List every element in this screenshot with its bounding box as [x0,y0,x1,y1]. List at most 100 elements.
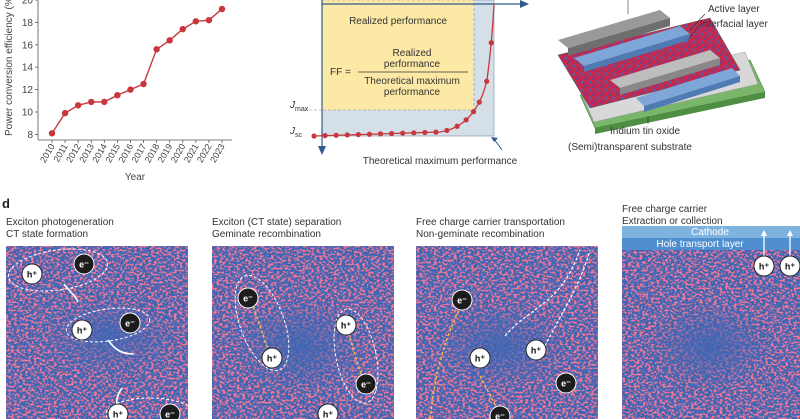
hole-transport-layer [622,238,800,250]
charge-carriers: h⁺e⁻h⁺e⁻h⁺e⁻e⁻h⁺h⁺e⁻h⁺e⁻h⁺h⁺e⁻e⁻h⁺h⁺ [21,253,800,419]
stage-3-line-1: Free charge carrier transportation [416,217,565,228]
active-layer-label: Active layer [708,4,760,15]
ito-label: Indium tin oxide [610,126,680,137]
morphology-box-4 [622,246,800,419]
x-tick-labels: 2010201120122013201420152016201720182019… [38,140,227,164]
data-point [218,5,226,13]
data-point [179,25,186,33]
hole-carrier: h⁺ [779,255,800,277]
top-electrode-stripe-1 [558,10,670,48]
htl-label: Hole transport layer [656,239,744,250]
electron-carrier: e⁻ [73,253,95,275]
stage-2-line-1: Exciton (CT state) separation [212,217,342,228]
electron-carrier: e⁻ [159,403,181,419]
ct-ellipse-2 [333,308,379,404]
interfacial-layer-leader [687,23,701,41]
jv-point [377,131,384,137]
electron-carrier: e⁻ [451,289,473,311]
hole-symbol: h⁺ [785,262,795,272]
ff-denominator-2: performance [384,87,441,98]
active-layer-slab [557,17,741,109]
electron-carrier: e⁻ [119,312,141,334]
active-layer-leader [689,13,706,31]
exciton-ellipse-1 [7,248,109,292]
jv-point [433,129,439,135]
theoretical-max-label: Theoretical maximum performance [363,156,518,167]
top-electrode-stripe-2-side [620,58,720,95]
theoretical-max-pointer [493,138,503,151]
y-tick-label: 10 [22,108,34,119]
morphology-box-1 [6,246,188,419]
data-point [48,130,56,137]
x-axis-label: Year [125,172,146,183]
electron-symbol: e⁻ [79,260,89,270]
hole-symbol: h⁺ [267,354,277,364]
ct-ellipse-1 [234,274,290,372]
electron-carrier: e⁻ [355,373,377,395]
data-point [127,86,134,93]
stage-4-line-2: Extraction or collection [622,216,723,227]
hole-carrier: h⁺ [753,255,775,277]
data-point [101,98,108,106]
data-point [153,46,160,53]
y-tick-label: 18 [22,18,34,29]
transport-path-1 [429,303,463,419]
stage-2-title: Exciton (CT state) separation Geminate r… [212,217,341,241]
data-point [114,92,121,99]
pce-series-line [51,8,223,134]
substrate-label: (Semi)transparent substrate [568,142,692,153]
data-point [61,109,69,117]
electron-symbol: e⁻ [495,412,505,419]
b-right-arrow-head [520,0,529,8]
interfacial-stripe-1-side [584,34,690,72]
ff-numerator-1: Realized [393,48,432,59]
hole-symbol: h⁺ [27,270,37,280]
jv-point [422,129,428,136]
exciton-ellipse-2 [65,307,151,343]
pointer-arrow-head [491,137,498,142]
data-point [140,80,147,88]
y-tick-label: 12 [22,85,34,96]
stage-1-line-2: CT state formation [6,229,89,240]
jv-point [454,123,460,129]
hole-symbol: h⁺ [77,326,87,336]
hole-symbol: h⁺ [475,354,485,364]
ff-lhs: FF = [330,67,351,78]
substrate-edge [595,92,765,134]
transport-path-3 [544,249,591,347]
ff-numerator-2: performance [384,59,441,70]
transport-path-2 [504,249,581,337]
electron-symbol: e⁻ [561,379,571,389]
electron-carrier: e⁻ [489,405,511,419]
interfacial-layer-label: Interfacial layer [700,19,768,30]
x-tick-label: 2023 [208,142,227,164]
hole-carrier: h⁺ [261,347,283,369]
jv-point [476,99,482,105]
jv-point [444,127,450,134]
top-electrode-stripe-1-side [568,18,670,56]
hole-carrier: h⁺ [71,319,93,341]
electron-symbol: e⁻ [457,296,467,306]
electron-symbol: e⁻ [243,294,253,304]
electron-carrier: e⁻ [237,287,259,309]
pce-series-points [48,5,226,137]
exciton-ellipse-3 [105,397,195,419]
data-point [192,18,200,25]
jv-point [333,132,339,138]
interfacial-stripe-2 [636,68,740,106]
stage-3-line-2: Non-geminate recombination [416,229,545,240]
hole-carrier: h⁺ [525,339,547,361]
y-axis-label: Power conversion efficiency (% [4,0,15,136]
cathode-layer [622,226,800,238]
ff-denominator-1: Theoretical maximum [364,76,460,87]
data-point [205,16,213,24]
data-point [74,102,82,109]
jv-point [484,78,490,84]
hole-symbol: h⁺ [113,410,123,419]
electron-symbol: e⁻ [125,319,135,329]
separation-path-1 [251,301,271,357]
interfacial-stripe-2-side [644,76,740,112]
morphology-box-3 [416,246,598,419]
panel-d-label: d [2,196,10,211]
